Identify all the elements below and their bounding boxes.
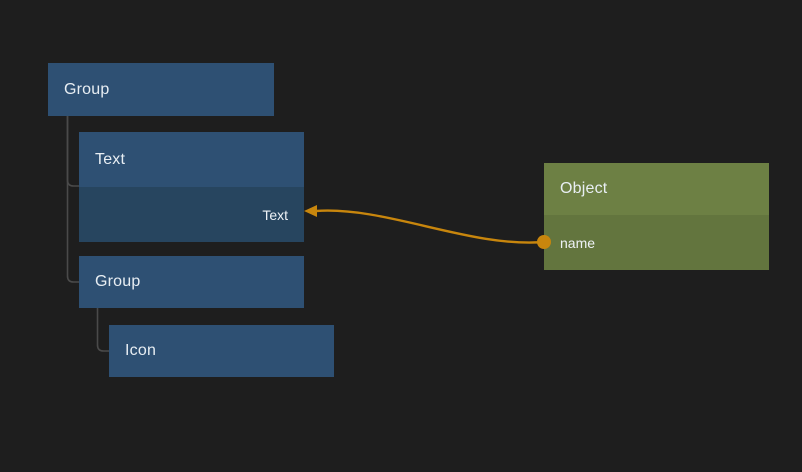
node-header: Text (79, 132, 304, 187)
node-icon[interactable]: Icon (109, 325, 334, 377)
node-header: Object (544, 163, 769, 215)
node-object[interactable]: Object name (544, 163, 769, 270)
node-title: Text (95, 150, 126, 168)
tree-link-group-to-icon (96, 308, 109, 352)
node-title: Icon (125, 342, 157, 359)
field-label-text: Text (262, 206, 288, 223)
node-group-child[interactable]: Group (79, 256, 304, 308)
node-field-row[interactable]: Text (79, 187, 304, 242)
field-label-name: name (560, 234, 596, 251)
tree-link-group-to-text (66, 116, 79, 187)
node-group-root[interactable]: Group (48, 63, 274, 116)
connection-arrowhead-icon (304, 205, 317, 217)
tree-link-group-to-group (66, 116, 79, 283)
node-title: Group (64, 80, 110, 98)
node-field-row[interactable]: name (544, 215, 769, 270)
node-header: Group (79, 256, 304, 308)
node-header: Group (48, 63, 274, 116)
node-title: Group (95, 273, 141, 290)
node-title: Object (560, 180, 608, 197)
connection-edge-name-to-text[interactable] (314, 209, 546, 244)
node-header: Icon (109, 325, 334, 377)
node-text[interactable]: Text Text (79, 132, 304, 242)
